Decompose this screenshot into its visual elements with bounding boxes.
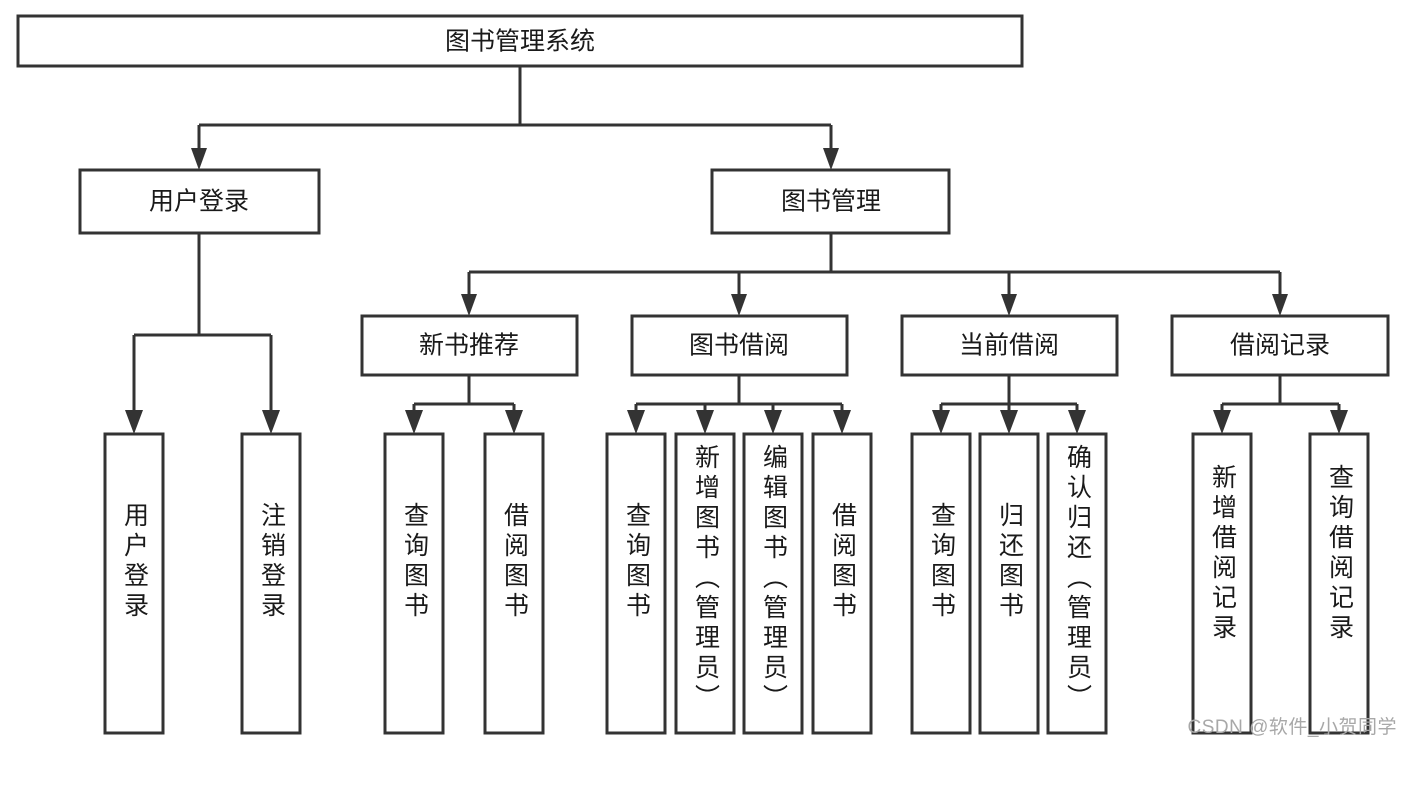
flowchart-canvas: 图书管理系统 用户登录 图书管理 新书推荐 图书借阅 当前借阅 借阅记录 bbox=[16, 14, 1397, 738]
node-book-manage-label: 图书管理 bbox=[781, 188, 881, 216]
connector-userlogin-to-leaves bbox=[125, 233, 280, 434]
leaf-box-add-record[interactable] bbox=[1191, 432, 1253, 735]
connector-root-to-level2 bbox=[191, 66, 839, 170]
connector-borrowrecord-to-leaves bbox=[1213, 375, 1348, 434]
leaf-box-query-book-3[interactable] bbox=[910, 432, 972, 735]
leaf-box-borrow-book-2[interactable] bbox=[811, 432, 873, 735]
node-book-borrow[interactable]: 图书借阅 bbox=[630, 314, 849, 377]
leaf-box-query-book-1[interactable] bbox=[383, 432, 445, 735]
node-borrow-record[interactable]: 借阅记录 bbox=[1170, 314, 1390, 377]
leaf-box-query-record[interactable] bbox=[1308, 432, 1370, 735]
leaf-box-add-book[interactable] bbox=[674, 432, 736, 735]
node-book-manage[interactable]: 图书管理 bbox=[710, 168, 951, 235]
node-root[interactable]: 图书管理系统 bbox=[16, 14, 1024, 68]
node-new-book-rec-label: 新书推荐 bbox=[419, 332, 519, 360]
node-new-book-rec[interactable]: 新书推荐 bbox=[360, 314, 579, 377]
leaf-box-edit-book[interactable] bbox=[742, 432, 804, 735]
node-current-borrow[interactable]: 当前借阅 bbox=[900, 314, 1119, 377]
node-root-label: 图书管理系统 bbox=[445, 28, 595, 56]
leaf-box-user-login[interactable] bbox=[103, 432, 165, 735]
node-user-login-label: 用户登录 bbox=[149, 188, 249, 216]
connector-bookmanage-to-level3 bbox=[461, 233, 1288, 316]
connector-newbookrec-to-leaves bbox=[405, 375, 523, 434]
csdn-watermark: CSDN @软件_小贺同学 bbox=[1187, 717, 1397, 738]
leaf-box-query-book-2[interactable] bbox=[605, 432, 667, 735]
leaf-box-group bbox=[103, 432, 1370, 735]
flowchart-svg: 图书管理系统 用户登录 图书管理 新书推荐 图书借阅 当前借阅 借阅记录 bbox=[16, 14, 1390, 735]
leaf-box-borrow-book-1[interactable] bbox=[483, 432, 545, 735]
node-book-borrow-label: 图书借阅 bbox=[689, 332, 789, 360]
node-current-borrow-label: 当前借阅 bbox=[959, 332, 1059, 360]
connector-bookborrow-to-leaves bbox=[627, 375, 851, 434]
leaf-box-confirm-return[interactable] bbox=[1046, 432, 1108, 735]
connector-currentborrow-to-leaves bbox=[932, 375, 1086, 434]
leaf-box-user-logout[interactable] bbox=[240, 432, 302, 735]
node-borrow-record-label: 借阅记录 bbox=[1230, 332, 1330, 360]
node-user-login[interactable]: 用户登录 bbox=[78, 168, 321, 235]
leaf-box-return-book[interactable] bbox=[978, 432, 1040, 735]
